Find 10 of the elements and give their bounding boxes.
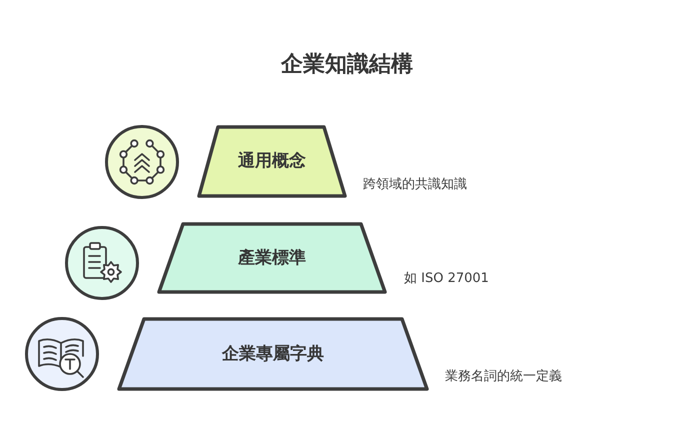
tier-label: 產業標準: [238, 248, 306, 268]
tier-description: 跨領域的共識知識: [363, 177, 467, 193]
diagram-title: 企業知識結構: [281, 52, 413, 78]
tier-description: 業務名詞的統一定義: [445, 369, 562, 385]
tier-label: 通用概念: [238, 151, 306, 172]
tier-label: 企業專屬字典: [222, 344, 324, 364]
pyramid-tier: [117, 317, 429, 391]
pyramid-tier: [197, 125, 347, 198]
pyramid-tier: [157, 222, 387, 294]
tier-description: 如 ISO 27001: [404, 271, 489, 287]
